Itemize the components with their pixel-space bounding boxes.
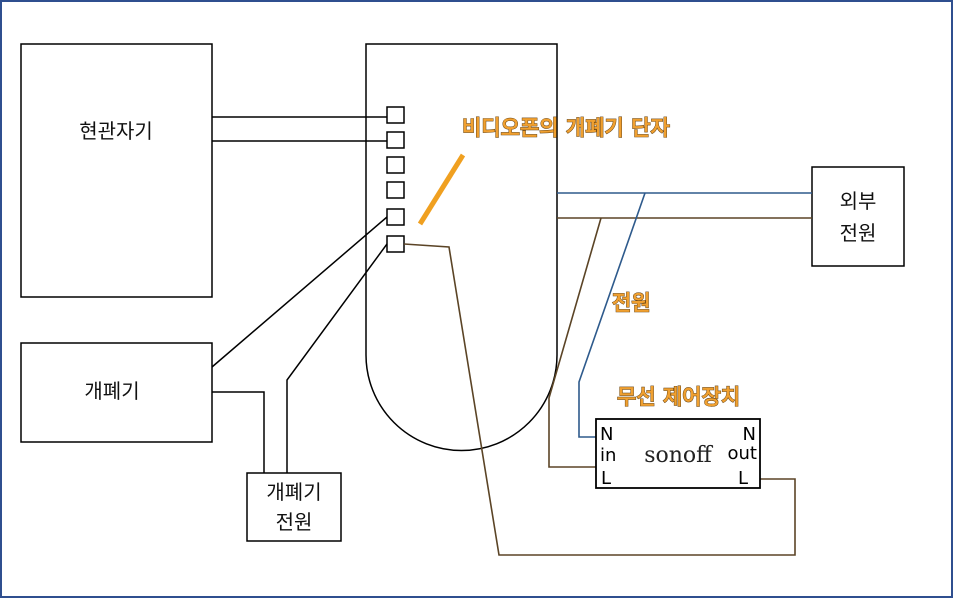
terminal-4 — [386, 181, 405, 199]
opener-wire-to-power — [212, 391, 265, 473]
terminal-pointer — [417, 153, 466, 226]
opener-power-label-1: 개폐기 — [266, 480, 321, 504]
sonoff-in-l: L — [601, 468, 611, 489]
opener-power-box: 개폐기 전원 — [246, 472, 342, 542]
sonoff-live-in-wire — [548, 217, 602, 468]
opener-power-to-terminal — [286, 243, 388, 473]
sonoff-out-n: N — [743, 424, 756, 445]
terminal-3 — [386, 156, 405, 174]
opener-box: 개폐기 — [20, 342, 213, 443]
wireless-controller-annotation: 무선 제어장치 — [617, 385, 740, 409]
sonoff-out-label: out — [728, 443, 757, 464]
door-sensor-box: 현관자기 — [20, 43, 213, 298]
sonoff-box: N in L sonoff N out L — [595, 418, 761, 489]
sonoff-neutral-in-wire — [578, 192, 646, 438]
videophone-terminal-annotation: 비디오폰의 개폐기 단자 — [462, 116, 671, 140]
sonoff-out-l: L — [738, 468, 748, 489]
external-power-label-1: 외부 — [840, 189, 877, 213]
door-sensor-label: 현관자기 — [79, 119, 153, 143]
sonoff-in-label: in — [600, 445, 616, 466]
opener-wire-to-terminal — [211, 216, 388, 368]
sonoff-name: sonoff — [644, 443, 713, 468]
terminal-6 — [386, 235, 405, 253]
external-power-box: 외부 전원 — [811, 166, 905, 267]
sonoff-live-out-wire — [403, 243, 796, 556]
external-power-label-2: 전원 — [840, 221, 877, 245]
opener-label: 개폐기 — [84, 379, 139, 403]
terminal-5 — [386, 208, 405, 226]
sonoff-in-n: N — [600, 424, 613, 445]
terminal-2 — [386, 131, 405, 149]
opener-power-label-2: 전원 — [276, 510, 313, 534]
terminal-1 — [386, 106, 405, 124]
power-annotation: 전원 — [612, 291, 651, 315]
videophone-terminals — [386, 106, 405, 253]
